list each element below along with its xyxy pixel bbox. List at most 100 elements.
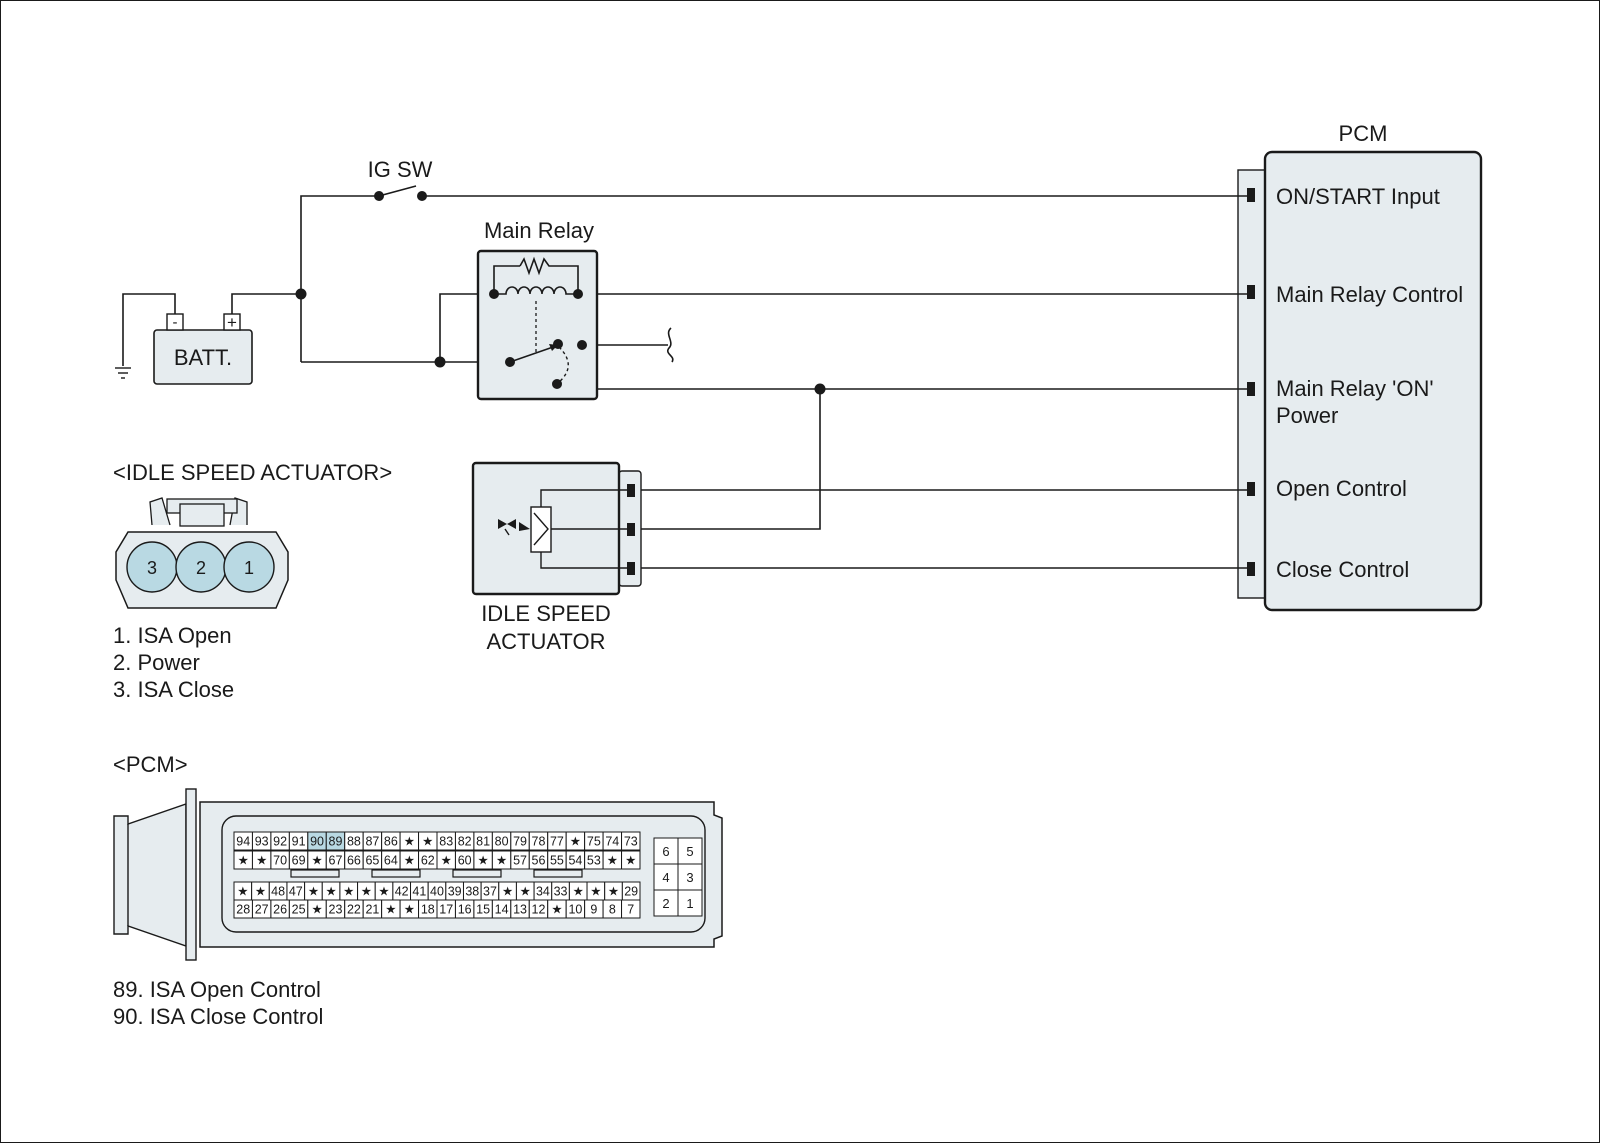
ig-sw-label: IG SW <box>368 157 433 182</box>
isa-power-wire <box>640 389 821 530</box>
pcm-pin-number: ★ <box>325 885 336 899</box>
pcm-pin-label: Close Control <box>1276 557 1409 582</box>
pcm-pin-number: ★ <box>361 885 372 899</box>
pcm-pin-number: 79 <box>513 835 527 849</box>
pcm-pin-number: 41 <box>412 885 426 899</box>
pcm-side-pin-number: 5 <box>686 844 693 859</box>
pcm-pin-number: 90 <box>310 835 324 849</box>
pcm-pin-number: 94 <box>236 835 250 849</box>
pcm-pin-number: ★ <box>238 854 249 868</box>
pcm-pin-number: 86 <box>384 835 398 849</box>
pcm-pin-number: 62 <box>421 854 435 868</box>
pcm-side-pin-number: 2 <box>662 896 669 911</box>
pcm-pin-number: 34 <box>536 885 550 899</box>
relay-node <box>552 379 562 389</box>
pcm-pin-number: 26 <box>273 903 287 917</box>
isa-pin-terminal <box>627 523 635 536</box>
relay-node <box>489 289 499 299</box>
pcm-pin-number: 48 <box>271 885 285 899</box>
pcm-pin-number: 15 <box>476 903 490 917</box>
pcm-pin-number: 12 <box>532 903 546 917</box>
pcm-pin-number: 37 <box>483 885 497 899</box>
pcm-pin-number: ★ <box>255 885 266 899</box>
wires <box>231 195 1247 569</box>
connector-key <box>290 869 340 878</box>
pcm-pin-label: Main Relay Control <box>1276 282 1463 307</box>
pcm-pin-number: 21 <box>365 903 379 917</box>
isa-legend-item: 2. Power <box>113 650 200 675</box>
pcm-pin-number: ★ <box>625 854 636 868</box>
junction-dot <box>295 288 307 300</box>
pcm-pin-number: 82 <box>458 835 472 849</box>
pcm-pin-number: 57 <box>513 854 527 868</box>
main-relay-box <box>476 249 599 401</box>
relay-node <box>505 357 515 367</box>
relay-node <box>553 339 563 349</box>
connector-lock-tab <box>179 503 225 527</box>
pcm-pin-label: Open Control <box>1276 476 1407 501</box>
valve-icon <box>498 519 530 536</box>
isa-pin-number: 3 <box>147 558 157 578</box>
pcm-pin-number: 88 <box>347 835 361 849</box>
pcm-pin-number: ★ <box>570 835 581 849</box>
battery-label: BATT. <box>174 345 232 370</box>
isa-box-label: IDLE SPEED <box>481 601 611 626</box>
relay-coil-feed-wire <box>439 293 494 362</box>
battery-negative-sign: - <box>173 314 178 331</box>
pcm-side-pin-number: 3 <box>686 870 693 885</box>
pcm-pin-number: ★ <box>256 854 267 868</box>
pcm-pin-cell <box>621 831 641 851</box>
pcm-pin-number: 40 <box>430 885 444 899</box>
pcm-pin-number: 93 <box>255 835 269 849</box>
pcm-pin-number: ★ <box>573 885 584 899</box>
pcm-pin-number: 75 <box>587 835 601 849</box>
pcm-pin-number: ★ <box>404 903 415 917</box>
isa-internal-wire <box>540 552 627 569</box>
ground-icon <box>115 367 131 379</box>
pcm-pin-number: ★ <box>343 885 354 899</box>
pcm-pin-number: 70 <box>273 854 287 868</box>
pcm-pin-number: ★ <box>590 885 601 899</box>
pcm-pin-number: 29 <box>624 885 638 899</box>
pcm-pin-number: ★ <box>520 885 531 899</box>
pcm-pin-number: ★ <box>478 854 489 868</box>
pcm-legend-item: 90. ISA Close Control <box>113 1004 323 1029</box>
pcm-pin-number: 56 <box>532 854 546 868</box>
battery-body <box>153 329 253 385</box>
pcm-side-pin-cell <box>677 889 703 917</box>
pcm-pin-number: 18 <box>421 903 435 917</box>
pcm-pin-number: ★ <box>404 854 415 868</box>
pcm-pin-number: 33 <box>554 885 568 899</box>
ground-wire <box>122 293 176 366</box>
isa-coil-symbol <box>533 512 549 546</box>
battery-positive-sign: + <box>227 313 237 332</box>
connector-key <box>533 869 583 878</box>
pcm-pin-number: ★ <box>311 854 322 868</box>
pcm-pin-number: 25 <box>292 903 306 917</box>
pcm-pin-number: 73 <box>624 835 638 849</box>
pcm-pin-number: 8 <box>609 903 616 917</box>
pcm-pin-number: 28 <box>236 903 250 917</box>
isa-legend-item: 3. ISA Close <box>113 677 234 702</box>
pcm-pin-number: ★ <box>607 854 618 868</box>
main-relay-label: Main Relay <box>484 218 594 243</box>
pcm-pin-label: Main Relay 'ON' <box>1276 376 1434 401</box>
relay-node <box>573 289 583 299</box>
pcm-pin-number: 60 <box>458 854 472 868</box>
pcm-side-pin-number: 1 <box>686 896 693 911</box>
pcm-pin-number: ★ <box>378 885 389 899</box>
pcm-pin-number: 69 <box>292 854 306 868</box>
switch-blade <box>378 185 417 197</box>
connector-key <box>371 869 421 878</box>
battery-positive-wire <box>231 293 301 314</box>
pcm-pin-number: 78 <box>532 835 546 849</box>
pcm-pin-number: ★ <box>422 835 433 849</box>
pcm-pin-terminal <box>1247 562 1255 576</box>
pcm-box <box>1263 150 1483 612</box>
relay-switch-blade <box>509 345 557 363</box>
wire-break-icon <box>667 327 674 363</box>
pcm-pin-number: 91 <box>292 835 306 849</box>
